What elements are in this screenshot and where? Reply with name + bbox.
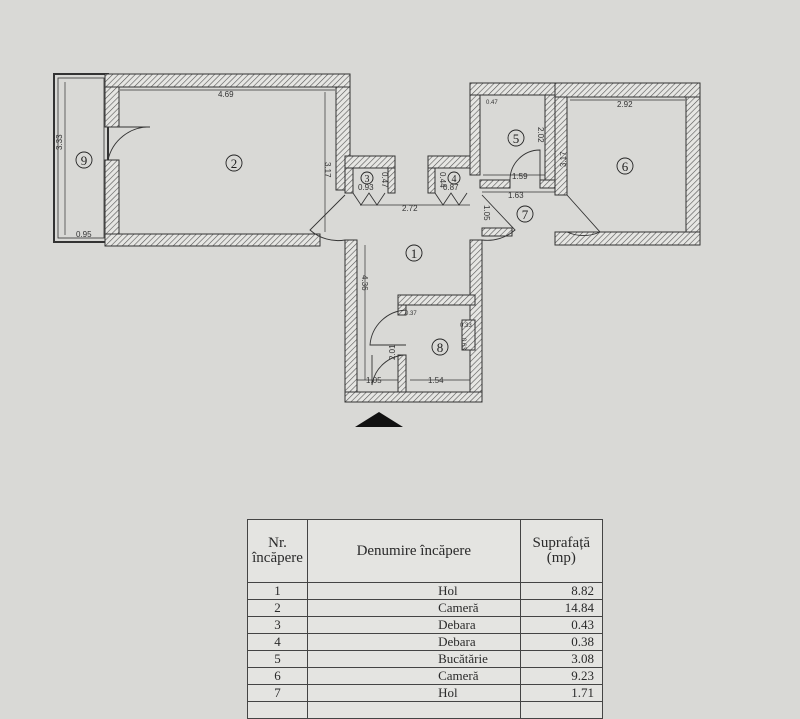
- dim-room8-width: 1.54: [428, 376, 444, 385]
- cell-area: 0.43: [519, 616, 604, 634]
- doors: [107, 126, 601, 386]
- dim-room8-niche-c: 0.63: [460, 338, 466, 350]
- dim-entry-width: 1.05: [366, 376, 382, 385]
- cell-area: 1.71: [519, 684, 604, 702]
- cell-nr: [246, 701, 309, 719]
- floor-plan: 4.69 3.17 3.33 0.95 0.93 0.47 0.44 0.87 …: [53, 73, 701, 427]
- dim-room3-height: 0.47: [380, 172, 389, 188]
- cell-nr: 5: [246, 650, 309, 668]
- room-number: 3: [365, 174, 370, 185]
- dim-room9-height: 3.33: [55, 134, 64, 150]
- cell-area: 9.23: [519, 667, 604, 685]
- walls: [53, 73, 701, 403]
- room-number: 5: [513, 131, 520, 146]
- dim-room4-height: 0.44: [438, 172, 447, 188]
- dim-hall-width: 2.72: [402, 204, 418, 213]
- room-number: 6: [622, 159, 629, 174]
- dim-room7-height: 1.05: [482, 205, 491, 221]
- cell-name: Hol: [307, 684, 521, 702]
- cell-nr: 3: [246, 616, 309, 634]
- header-area: Suprafață (mp): [519, 519, 604, 583]
- cell-name: Debara: [307, 633, 521, 651]
- cell-area: 0.38: [519, 633, 604, 651]
- cell-name: [307, 701, 521, 719]
- room-number: 9: [81, 153, 88, 168]
- room-number: 2: [231, 156, 238, 171]
- dim-room6-width: 2.92: [617, 100, 633, 109]
- cell-name: Debara: [307, 616, 521, 634]
- dim-room8-niche-a: 0.37: [405, 311, 417, 317]
- cell-nr: 2: [246, 599, 309, 617]
- dim-room7-width: 1.63: [508, 191, 524, 200]
- table-header-row: Nr. încăpere Denumire încăpere Suprafață…: [246, 519, 604, 583]
- cell-area: 3.08: [519, 650, 604, 668]
- table-row: [246, 701, 604, 719]
- cell-nr: 6: [246, 667, 309, 685]
- room-number: 1: [411, 246, 418, 261]
- cell-nr: 7: [246, 684, 309, 702]
- dimension-labels: 4.69 3.17 3.33 0.95 0.93 0.47 0.44 0.87 …: [55, 90, 633, 385]
- cell-name: Cameră: [307, 599, 521, 617]
- header-nr: Nr. încăpere: [246, 519, 309, 583]
- dim-room9-width: 0.95: [76, 230, 92, 239]
- dim-hall-length: 4.36: [360, 275, 369, 291]
- rooms-table: Nr. încăpere Denumire încăpere Suprafață…: [246, 519, 604, 719]
- cell-area: 14.84: [519, 599, 604, 617]
- dim-room2-width: 4.69: [218, 90, 234, 99]
- cell-nr: 4: [246, 633, 309, 651]
- room-number: 8: [437, 340, 444, 355]
- entrance-arrow-icon: [355, 412, 403, 427]
- cell-area: 8.82: [519, 582, 604, 600]
- dim-room5-niche: 0.47: [486, 100, 498, 106]
- cell-name: Bucătărie: [307, 650, 521, 668]
- dim-room5-width: 1.59: [512, 172, 528, 181]
- dim-room2-height: 3.17: [323, 162, 332, 178]
- cell-area: [519, 701, 604, 719]
- cell-name: Hol: [307, 582, 521, 600]
- cell-name: Cameră: [307, 667, 521, 685]
- header-name: Denumire încăpere: [307, 519, 521, 583]
- room-number: 4: [452, 174, 457, 185]
- dim-room6-height: 3.17: [559, 151, 568, 167]
- dim-room8-height: 2.01: [388, 344, 397, 360]
- dim-room3-width: 0.93: [358, 183, 374, 192]
- room-markers: [75, 129, 634, 356]
- cell-nr: 1: [246, 582, 309, 600]
- dimension-lines: [64, 82, 685, 381]
- room-numbers: 1 2 3 4 5 6 7 8 9: [81, 131, 629, 355]
- dim-room8-niche-b: 0.33: [460, 323, 472, 329]
- room-number: 7: [522, 207, 529, 222]
- dim-room4-width: 0.87: [443, 183, 459, 192]
- dim-room5-height: 2.02: [536, 127, 545, 143]
